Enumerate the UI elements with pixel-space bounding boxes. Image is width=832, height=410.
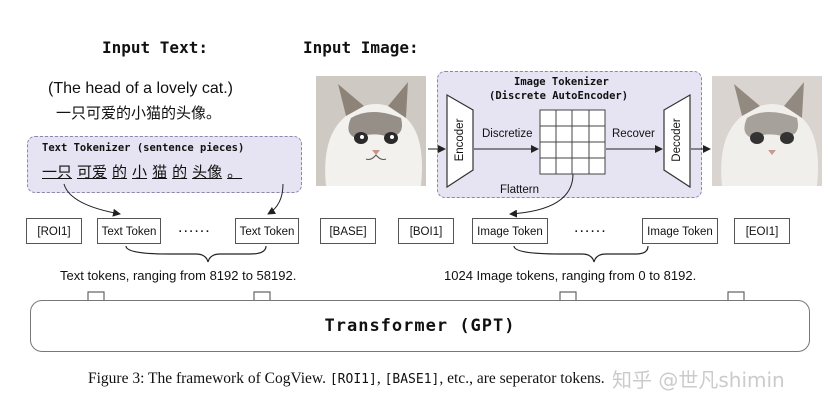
- encoder-label: Encoder: [454, 118, 466, 162]
- caption-suffix: , etc., are seperator tokens.: [439, 370, 605, 387]
- input-image-heading: Input Image:: [303, 38, 419, 57]
- input-text-heading: Input Text:: [102, 38, 208, 57]
- piece: 小: [132, 163, 148, 181]
- text-tokenizer-box: [27, 136, 302, 193]
- piece: 的: [172, 163, 188, 181]
- token-grid: [539, 109, 606, 175]
- encoder-shape: [446, 93, 474, 189]
- transformer-box: Transformer (GPT): [30, 300, 810, 352]
- figure-caption: Figure 3: The framework of CogView. [ROI…: [88, 370, 605, 388]
- piece: 可爱: [77, 163, 108, 181]
- output-cat-image: [712, 76, 822, 186]
- image-tokenizer-title-2: (Discrete AutoEncoder): [489, 90, 629, 102]
- watermark: 知乎 @世凡shimin: [612, 368, 785, 392]
- image-token-last: Image Token: [642, 218, 718, 244]
- piece: 猫: [152, 163, 168, 181]
- caption-code-1: [ROI1]: [329, 372, 377, 387]
- sample-text-english: (The head of a lovely cat.): [48, 80, 233, 97]
- text-token-last: Text Token: [235, 218, 299, 244]
- piece: 一只: [42, 163, 73, 181]
- eoi1-token: [EOI1]: [734, 218, 790, 244]
- text-tokenizer-pieces: 一只可爱的小猫的头像。: [42, 161, 242, 182]
- image-token-first: Image Token: [472, 218, 548, 244]
- flattern-label: Flattern: [500, 184, 539, 196]
- image-tokenizer-title-1: Image Tokenizer: [514, 76, 609, 88]
- roi1-token: [ROI1]: [26, 218, 82, 244]
- input-cat-image: [316, 76, 426, 186]
- decoder-shape: [663, 93, 691, 189]
- text-range-caption: Text tokens, ranging from 8192 to 58192.: [60, 268, 297, 283]
- image-tokenizer-diagram: [63, 93, 745, 300]
- caption-prefix: Figure 3: The framework of CogView.: [88, 370, 326, 387]
- caption-sep: ,: [376, 370, 381, 387]
- transformer-label: Transformer (GPT): [324, 316, 516, 336]
- image-range-caption: 1024 Image tokens, ranging from 0 to 819…: [444, 268, 697, 283]
- piece: 的: [112, 163, 128, 181]
- piece: 头像: [192, 163, 223, 181]
- boi1-token: [BOI1]: [398, 218, 454, 244]
- text-token-first: Text Token: [97, 218, 161, 244]
- text-token-ellipsis: ......: [178, 219, 211, 236]
- caption-code-2: [BASE1]: [384, 372, 440, 387]
- recover-label: Recover: [612, 128, 655, 140]
- text-tokenizer-title: Text Tokenizer (sentence pieces): [42, 142, 245, 154]
- sample-text-chinese: 一只可爱的小猫的头像。: [56, 104, 222, 122]
- piece: 。: [227, 163, 243, 181]
- decoder-label: Decoder: [671, 118, 683, 162]
- discretize-label: Discretize: [482, 128, 533, 140]
- base-token: [BASE]: [320, 218, 376, 244]
- image-token-ellipsis: ......: [574, 219, 607, 236]
